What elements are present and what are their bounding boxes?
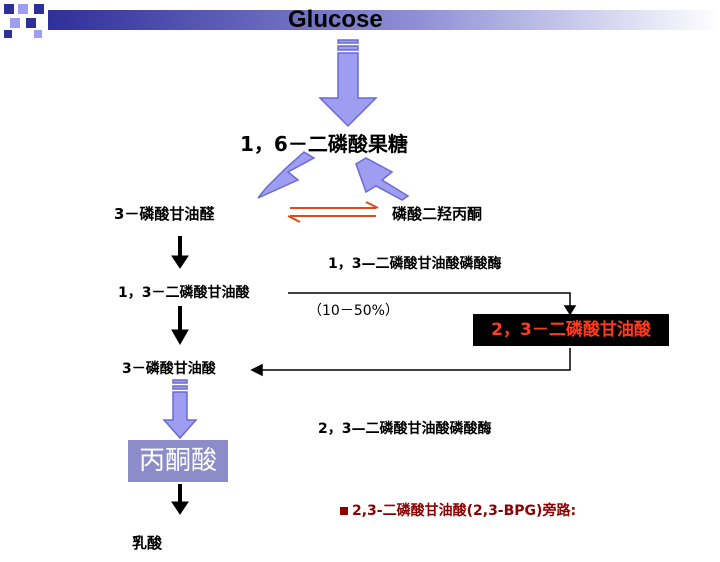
- header-band: [48, 10, 720, 30]
- node-dhap: 磷酸二羟丙酮: [392, 205, 483, 223]
- percent-label: （10－50%）: [308, 303, 399, 319]
- deco-square: [4, 30, 12, 38]
- deco-square: [18, 4, 28, 14]
- deco-square: [26, 18, 36, 28]
- node-fructose-bisphosphate: 1，6－二磷酸果糖: [240, 132, 408, 156]
- node-2-3-bpg: 2，3－二磷酸甘油酸: [473, 314, 669, 346]
- split-arrow-left: [257, 151, 316, 199]
- header-decoration: [4, 4, 720, 38]
- pathway-caption-text: 2,3-二磷酸甘油酸(2,3-BPG)旁路:: [352, 503, 577, 519]
- equilibrium-arrows: [287, 201, 379, 223]
- block-arrow-small: [162, 379, 198, 440]
- enzyme-phosphatase-label: 2，3—二磷酸甘油酸磷酸酶: [318, 421, 492, 437]
- node-g3p: 3－磷酸甘油醛: [114, 205, 215, 223]
- bullet-icon: [340, 507, 348, 515]
- node-pyruvate: 丙酮酸: [128, 440, 228, 482]
- bypass-connector: [250, 292, 577, 377]
- split-arrow-right: [355, 157, 410, 201]
- enzyme-mutase-label: 1，3—二磷酸甘油酸磷酸酶: [328, 256, 502, 272]
- deco-square: [34, 4, 44, 14]
- glucose-title: Glucose: [288, 6, 383, 33]
- node-1-3-bpg: 1，3－二磷酸甘油酸: [118, 285, 250, 301]
- deco-square: [34, 30, 42, 38]
- node-lactate: 乳酸: [132, 534, 163, 552]
- deco-square: [10, 18, 20, 28]
- black-down-arrows: [171, 236, 189, 515]
- node-3-pg: 3－磷酸甘油酸: [122, 361, 216, 377]
- pathway-caption: 2,3-二磷酸甘油酸(2,3-BPG)旁路:: [340, 500, 576, 520]
- deco-square: [4, 4, 14, 14]
- block-arrow-down: [318, 39, 378, 128]
